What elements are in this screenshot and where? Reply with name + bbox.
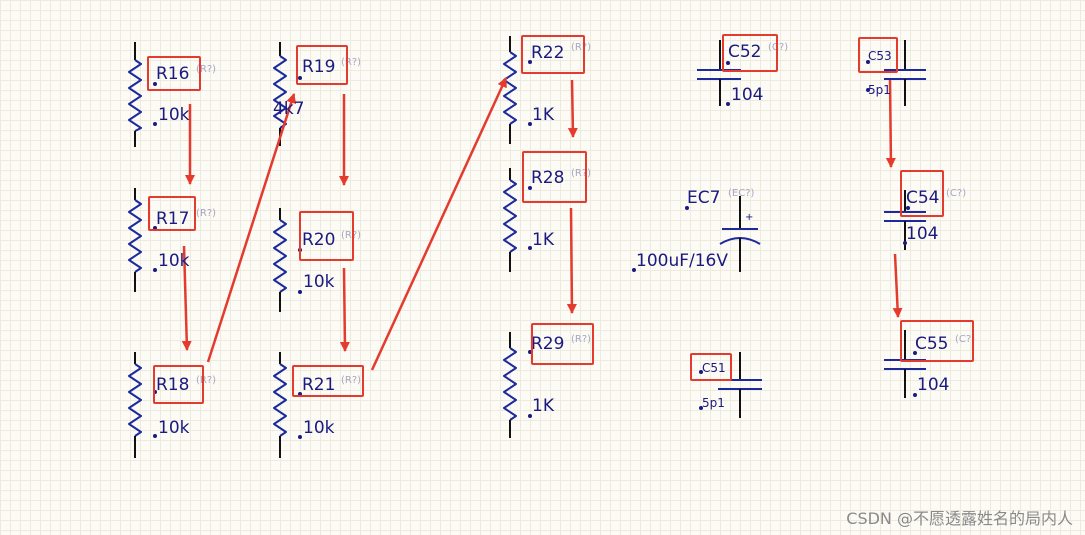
r20-value: 10k xyxy=(303,272,335,292)
c51-designator: C51 xyxy=(702,361,726,375)
resistor-r21-symbol[interactable] xyxy=(273,352,287,458)
r20-highlight-box xyxy=(299,211,354,261)
watermark: CSDN @不愿透露姓名的局内人 xyxy=(846,509,1073,528)
capacitor-ec7-symbol[interactable] xyxy=(719,196,761,272)
r21-value: 10k xyxy=(303,418,335,438)
r22-designator: R22 xyxy=(531,43,565,63)
resistor-r28-symbol[interactable] xyxy=(503,168,517,272)
resistor-r29-symbol[interactable] xyxy=(503,332,517,438)
r19-value: 4k7 xyxy=(273,99,305,119)
r16-designator: R16 xyxy=(156,64,190,84)
r16-highlight-box xyxy=(147,56,201,91)
c54-placeholder: (C?) xyxy=(946,188,967,199)
r19-designator: R19 xyxy=(302,57,336,77)
r18-designator: R18 xyxy=(156,375,190,395)
r28-placeholder: (R?) xyxy=(571,168,592,179)
c54-designator: C54 xyxy=(906,188,940,208)
c53-value: 5p1 xyxy=(868,83,891,97)
r21-designator: R21 xyxy=(302,375,336,395)
c54-value: 104 xyxy=(906,224,939,244)
r20-placeholder: (R?) xyxy=(341,230,362,241)
capacitor-c54-symbol[interactable] xyxy=(884,190,926,250)
c52-designator: C52 xyxy=(728,42,762,62)
r17-placeholder: (R?) xyxy=(196,208,217,219)
r16-placeholder: (R?) xyxy=(196,64,217,75)
r17-designator: R17 xyxy=(156,209,190,229)
r28-designator: R28 xyxy=(531,168,565,188)
r19-highlight-box xyxy=(296,45,348,85)
resistor-r19-symbol[interactable] xyxy=(273,42,287,146)
c51-highlight-box xyxy=(690,353,732,381)
r20-designator: R20 xyxy=(302,230,336,250)
c54-highlight-box xyxy=(900,170,944,217)
c52-highlight-box xyxy=(722,34,778,72)
ec7-polarity-mark: + xyxy=(745,212,754,223)
r29-designator: R29 xyxy=(531,334,565,354)
resistor-r16-symbol[interactable] xyxy=(128,42,142,147)
r22-value: 1K xyxy=(532,105,554,125)
r29-placeholder: (R?) xyxy=(571,334,592,345)
r22-highlight-box xyxy=(521,35,585,74)
ec7-placeholder: (EC?) xyxy=(728,188,755,199)
ec7-designator: EC7 xyxy=(687,188,721,208)
r28-value: 1K xyxy=(532,230,554,250)
c55-designator: C55 xyxy=(915,334,949,354)
c55-highlight-box xyxy=(900,320,974,362)
r22-placeholder: (R?) xyxy=(571,42,592,53)
r18-highlight-box xyxy=(153,365,204,404)
r18-value: 10k xyxy=(158,418,190,438)
r17-highlight-box xyxy=(148,196,196,231)
resistor-r22-symbol[interactable] xyxy=(503,36,517,144)
resistor-r20-symbol[interactable] xyxy=(273,208,287,312)
c52-value: 104 xyxy=(731,85,764,105)
annotation-arrows xyxy=(181,77,903,371)
r19-placeholder: (R?) xyxy=(341,57,362,68)
c55-value: 104 xyxy=(917,375,950,395)
r17-value: 10k xyxy=(158,251,190,271)
r29-highlight-box xyxy=(531,323,594,365)
c53-designator: C53 xyxy=(868,49,892,63)
capacitor-c53-symbol[interactable] xyxy=(884,40,926,106)
resistor-r17-symbol[interactable] xyxy=(128,188,142,292)
ec7-value: 100uF/16V xyxy=(636,251,728,271)
resistor-r18-symbol[interactable] xyxy=(128,352,142,458)
c55-placeholder: (C?) xyxy=(955,334,976,345)
r28-highlight-box xyxy=(522,151,587,203)
r21-highlight-box xyxy=(292,365,364,397)
r29-value: 1K xyxy=(532,396,554,416)
r21-placeholder: (R?) xyxy=(341,375,362,386)
capacitor-c51-symbol[interactable] xyxy=(718,352,762,418)
c51-value: 5p1 xyxy=(702,396,725,410)
r16-value: 10k xyxy=(158,105,190,125)
c52-placeholder: (C?) xyxy=(768,42,789,53)
r18-placeholder: (R?) xyxy=(196,375,217,386)
c53-highlight-box xyxy=(858,37,898,73)
